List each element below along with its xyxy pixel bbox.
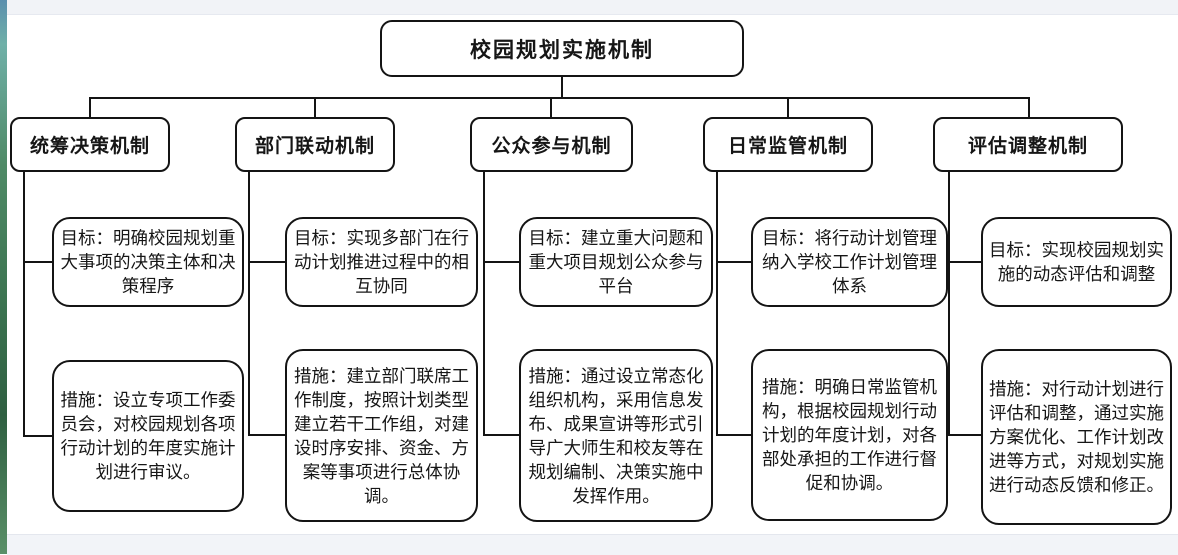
branch-header-3: 公众参与机制 [470,117,633,172]
connector-spine-4 [716,171,718,436]
connector-measure-stub-5 [948,434,982,436]
connector-measure-stub-3 [483,434,520,436]
connector-spine-3 [483,171,485,436]
branch-header-5: 评估调整机制 [933,117,1123,172]
measure-node-4: 措施：明确日常监管机构，根据校园规划行动计划的年度计划，对各部处承担的工作进行督… [751,349,948,521]
connector-drop-5 [1028,97,1030,117]
measure-node-5: 措施：对行动计划进行评估和调整，通过实施方案优化、工作计划改进等方式，对规划实施… [981,349,1172,525]
root-node: 校园规划实施机制 [380,20,744,77]
goal-node-5: 目标：实现校园规划实施的动态评估和调整 [981,217,1172,307]
connector-drop-1 [89,97,91,117]
connector-main-horizontal [89,97,1030,99]
connector-goal-stub-2 [248,261,286,263]
connector-spine-2 [248,171,250,436]
measure-node-1: 措施：设立专项工作委员会，对校园规划各项行动计划的年度实施计划进行审议。 [52,360,244,512]
branch-header-4: 日常监管机制 [703,117,873,172]
connector-spine-1 [23,171,25,437]
measure-node-2: 措施：建立部门联席工作制度，按照计划类型建立若干工作组，对建设时序安排、资金、方… [285,349,478,522]
connector-drop-4 [787,97,789,117]
goal-node-4: 目标：将行动计划管理纳入学校工作计划管理体系 [751,217,948,307]
connector-goal-stub-3 [483,261,520,263]
connector-root-stem [561,77,563,98]
connector-drop-2 [314,97,316,117]
branch-header-1: 统筹决策机制 [10,117,170,172]
branch-header-2: 部门联动机制 [235,117,395,172]
connector-goal-stub-5 [948,261,982,263]
connector-goal-stub-1 [23,261,53,263]
connector-spine-5 [948,171,950,436]
goal-node-1: 目标：明确校园规划重大事项的决策主体和决策程序 [52,217,244,307]
window-chrome-bottom [7,534,1178,555]
goal-node-2: 目标：实现多部门在行动计划推进过程中的相互协同 [285,217,478,307]
connector-drop-3 [550,97,552,117]
window-chrome-top [7,0,1178,15]
desktop-wallpaper-strip [0,0,7,554]
goal-node-3: 目标：建立重大问题和重大项目规划公众参与平台 [519,217,713,307]
measure-node-3: 措施：通过设立常态化组织机构，采用信息发布、成果宣讲等形式引导广大师生和校友等在… [519,349,713,522]
connector-goal-stub-4 [716,261,752,263]
connector-measure-stub-2 [248,434,286,436]
connector-measure-stub-1 [23,435,53,437]
connector-measure-stub-4 [716,434,752,436]
